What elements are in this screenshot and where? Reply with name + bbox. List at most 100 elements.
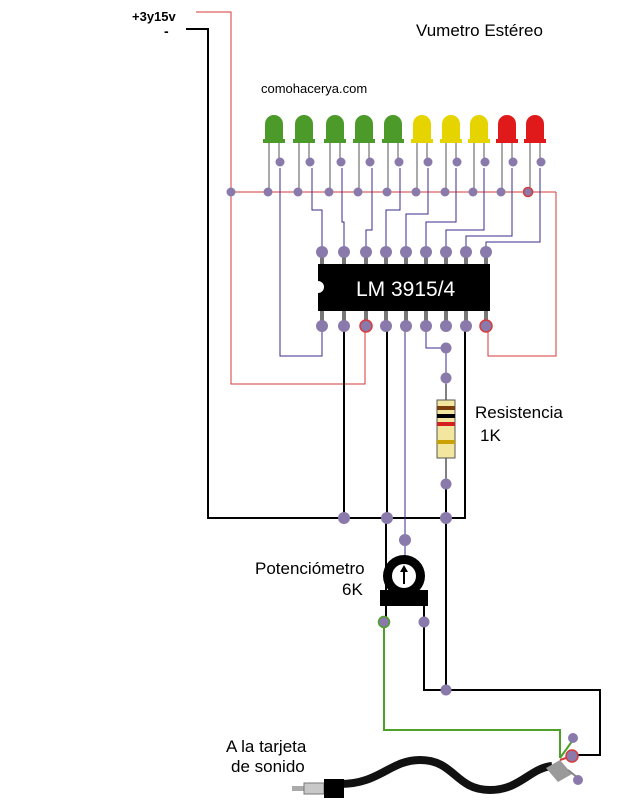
led-bar [263, 115, 546, 192]
pot-left-node [377, 615, 391, 629]
led-rim [293, 139, 315, 143]
audio-cable [292, 739, 579, 798]
diagram-title: Vumetro Estéreo [416, 21, 543, 40]
led-rim [524, 139, 546, 143]
wire-led1 [279, 168, 323, 357]
led-anode-node [382, 187, 392, 197]
led-anode-node [411, 187, 421, 197]
led-cathode-node [423, 157, 433, 167]
led-rim [468, 139, 490, 143]
output-label-line1: A la tarjeta [226, 737, 307, 756]
resistor-label: Resistencia [475, 403, 563, 422]
jack-shaft [303, 782, 325, 795]
pot-wiper-node [399, 534, 411, 546]
led-dome [355, 115, 373, 139]
pot-arrow-icon [400, 565, 408, 572]
led-rim [411, 139, 433, 143]
potentiometer [380, 540, 428, 622]
ic-bottom-pin-node [338, 320, 350, 332]
led-10 [524, 115, 546, 192]
led-dome [326, 115, 344, 139]
jack-red-node [565, 749, 579, 763]
led-cathode-node [365, 157, 375, 167]
led-rim [263, 139, 285, 143]
cable-body [339, 755, 553, 795]
led-anode-node [293, 187, 303, 197]
ic-bottom-pin-node [420, 320, 432, 332]
resistor-bottom-node [440, 478, 452, 490]
resistor [436, 384, 456, 484]
jack-tip [292, 786, 304, 791]
led-rim [324, 139, 346, 143]
led-cathode-node [275, 157, 285, 167]
led-cathode-node [452, 157, 462, 167]
ic-label: LM 3915/4 [356, 278, 456, 301]
power-positive-label: +3y15v [132, 9, 177, 24]
pot-base [380, 590, 428, 606]
led-anode-node [468, 187, 478, 197]
connection-nodes [226, 157, 583, 785]
led-anode-node [440, 187, 450, 197]
ic-top-pin-node [400, 246, 412, 258]
ic-bottom-pin-node [380, 320, 392, 332]
led-cathode-node [336, 157, 346, 167]
ground-wire-negative [186, 28, 466, 519]
led-cathode-node [480, 157, 490, 167]
pot-right-node [418, 616, 430, 628]
ic-body [318, 264, 490, 311]
ic-top-pin-node [316, 246, 328, 258]
led-3 [324, 115, 346, 192]
ic-top-pin-node [480, 246, 492, 258]
led-rim [496, 139, 518, 143]
ic-bottom-pin-node [440, 320, 452, 332]
led-dome [498, 115, 516, 139]
led-dome [470, 115, 488, 139]
green-audio-wire [383, 622, 561, 758]
led-anode-node [353, 187, 363, 197]
led-cathode-node [394, 157, 404, 167]
led-rim [440, 139, 462, 143]
led-anode-node [263, 187, 273, 197]
ic-top-pin-node [440, 246, 452, 258]
led-dome [384, 115, 402, 139]
led-anode-node [496, 187, 506, 197]
led-8 [468, 115, 490, 192]
ground-wire-jack [423, 622, 601, 756]
ic-bottom-pin-node [359, 319, 373, 333]
ground-node [381, 512, 393, 524]
jack-green-node [568, 733, 578, 743]
led-anode-node [324, 187, 334, 197]
resistor-band-1 [437, 406, 455, 410]
ground-node [338, 512, 350, 524]
led-2 [293, 115, 315, 192]
ground-node [440, 512, 452, 524]
ground-junction-node [440, 684, 452, 696]
led-9 [496, 115, 518, 192]
ic-chip: LM 3915/4 [312, 252, 490, 326]
pot-label: Potenciómetro [255, 559, 365, 578]
led-7 [440, 115, 462, 192]
led-cathode-node [305, 157, 315, 167]
wire-resistor [425, 326, 447, 400]
jack-handle [324, 779, 344, 798]
led-1 [263, 115, 285, 192]
jack-ground-node [573, 775, 583, 785]
ic-top-pin-node [360, 246, 372, 258]
led-dome [265, 115, 283, 139]
ic-top-pin-node [380, 246, 392, 258]
ic-bottom-pin-node [479, 319, 493, 333]
bus-node [226, 187, 236, 197]
ic-bottom-pin-node [460, 320, 472, 332]
ic-notch [312, 281, 324, 293]
led-cathode-node [508, 157, 518, 167]
power-wire-positive [196, 11, 366, 385]
cable-strip [546, 760, 572, 782]
resistor-value: 1K [480, 426, 501, 445]
resistor-node [440, 372, 452, 384]
resistor-band-2 [437, 414, 455, 418]
led-cathode-node [536, 157, 546, 167]
led-5 [382, 115, 404, 192]
ic-pins-bottom [320, 311, 488, 326]
resistor-band-3 [437, 422, 455, 426]
